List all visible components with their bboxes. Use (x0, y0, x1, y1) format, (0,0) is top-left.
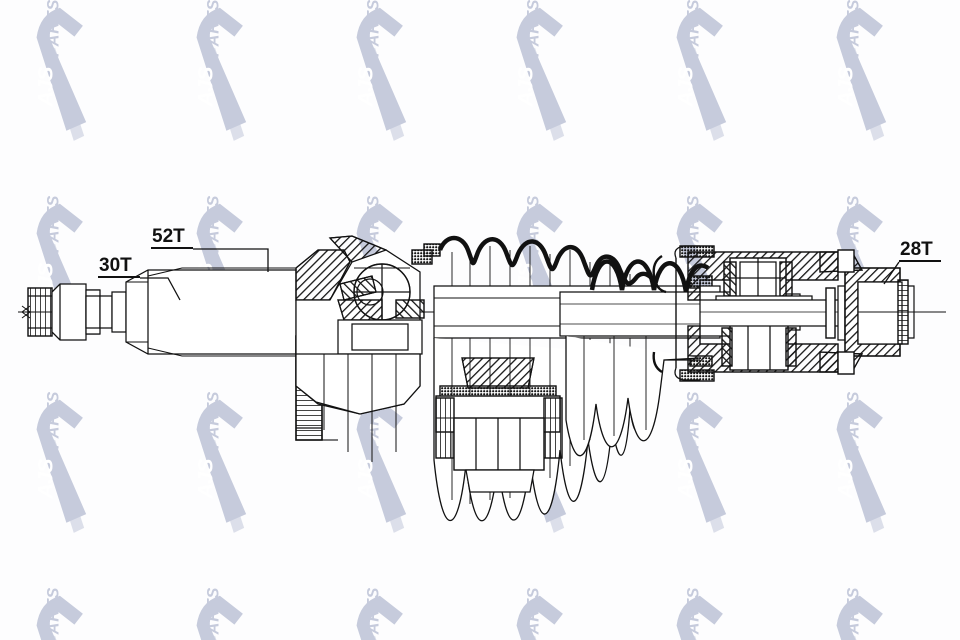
callout-30t-underline (98, 276, 140, 278)
callout-30t-label: 30T (99, 255, 132, 276)
callout-52t-underline (151, 247, 193, 249)
callout-28t: 28T (899, 240, 941, 262)
callout-52t-label: 52T (152, 226, 185, 247)
callout-52t: 52T (151, 227, 193, 249)
callout-30t: 30T (98, 256, 140, 278)
callout-28t-underline (899, 260, 941, 262)
callout-28t-label: 28T (900, 239, 933, 260)
